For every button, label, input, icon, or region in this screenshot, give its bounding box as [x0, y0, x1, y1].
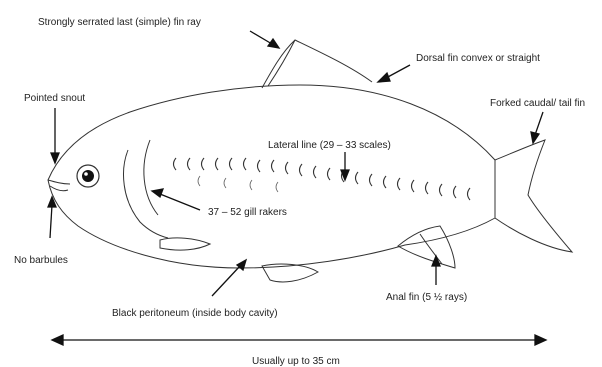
label-fin-ray: Strongly serrated last (simple) fin ray: [38, 17, 201, 28]
fish-body: [48, 85, 495, 268]
fish-mouth: [48, 180, 70, 191]
label-caudal-fin: Forked caudal/ tail fin: [490, 98, 585, 109]
label-gill-rakers: 37 – 52 gill rakers: [208, 207, 287, 218]
label-lateral-line: Lateral line (29 – 33 scales): [268, 140, 391, 151]
label-peritoneum: Black peritoneum (inside body cavity): [112, 308, 278, 319]
pectoral-fin: [160, 238, 210, 250]
label-dorsal-fin: Dorsal fin convex or straight: [416, 53, 540, 64]
lateral-line-scales: [174, 158, 471, 200]
anal-fin: [398, 226, 455, 268]
label-pointed-snout: Pointed snout: [24, 93, 85, 104]
label-size: Usually up to 35 cm: [252, 356, 340, 367]
label-anal-fin: Anal fin (5 ½ rays): [386, 292, 467, 303]
caudal-fin: [495, 140, 572, 252]
length-arrow: [52, 335, 546, 345]
label-no-barbules: No barbules: [14, 255, 68, 266]
